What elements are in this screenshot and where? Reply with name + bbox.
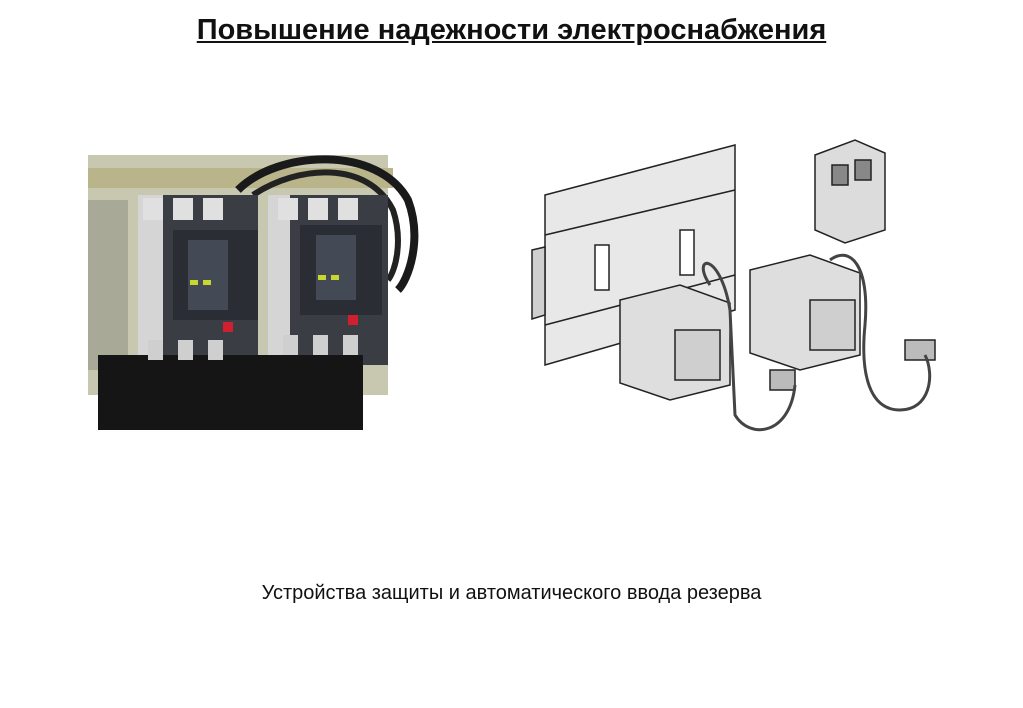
slide-title: Повышение надежности электроснабжения	[196, 14, 827, 46]
circuit-breakers-photo	[88, 155, 419, 430]
transfer-switch-drawing	[531, 139, 936, 432]
slide-caption: Устройства защиты и автоматического ввод…	[261, 582, 762, 604]
